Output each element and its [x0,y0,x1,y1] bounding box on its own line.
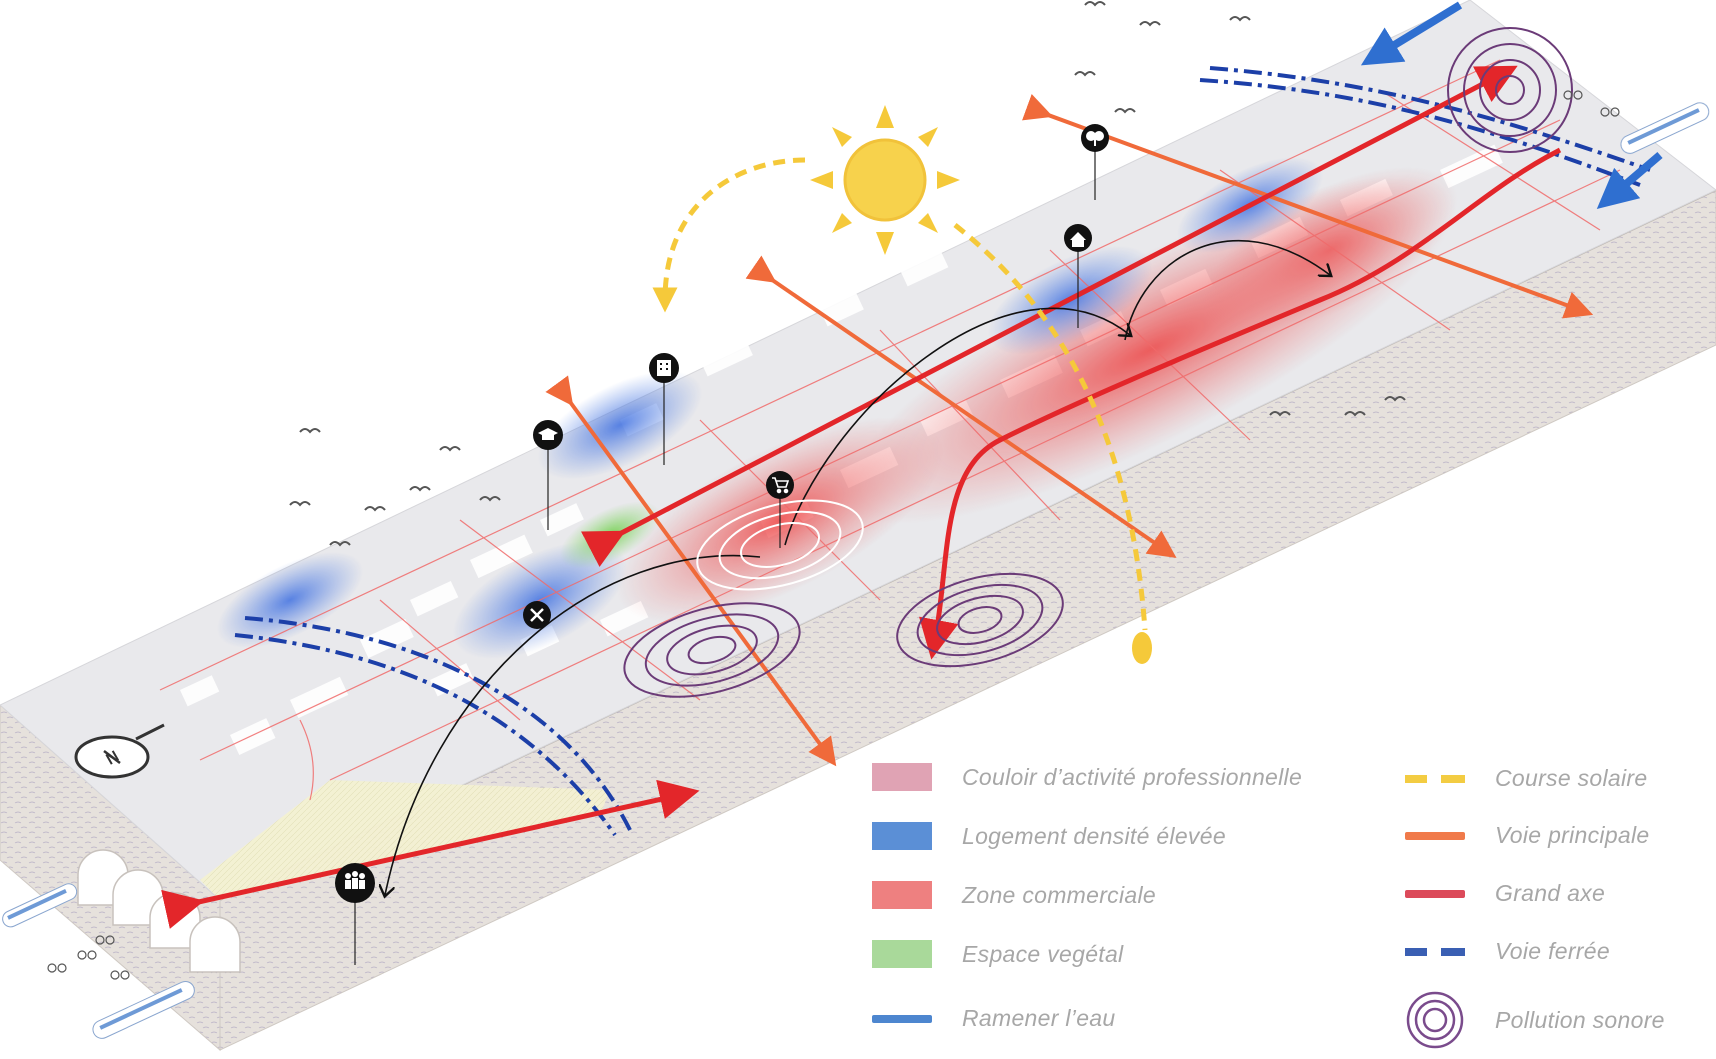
grand-axes [161,65,1562,929]
education-pin [533,420,563,530]
noise-pollution [623,27,1573,698]
house-pin [1064,224,1092,328]
noise-ring [896,572,1064,668]
office-pin [649,353,679,465]
tree-pin [1081,124,1109,200]
train-icon [92,980,195,1039]
cyclists [47,90,1620,980]
water-arrows [1360,1,1663,209]
tree-icon [1086,131,1104,146]
people-group-icon [345,871,365,889]
compass-north-icon: N [74,723,165,779]
shopping-pin [766,471,794,548]
location-pins [335,124,1109,965]
house-icon [1070,232,1086,247]
flow-arcs [385,239,1330,895]
housing-zone [216,552,364,648]
people-pin [335,863,375,965]
shopping-cart-icon [772,477,790,494]
grand-axe-arrow [581,65,1518,567]
birds [289,1,1406,547]
solar-course [652,157,1148,631]
noise-ring [696,499,864,591]
close-icon [530,608,544,622]
train-icon [2,883,78,928]
noise-ring [1447,27,1573,153]
closed-pin [523,601,551,629]
grand-axe-arrow [919,147,1562,660]
office-building-icon [657,360,671,376]
train-icon [1620,102,1710,154]
grand-axe-arrow [161,779,700,929]
education-icon [538,428,558,440]
trains [2,102,1710,1039]
sun-position-marker [1132,632,1152,664]
sun-icon [810,105,960,255]
noise-ring [623,602,801,698]
